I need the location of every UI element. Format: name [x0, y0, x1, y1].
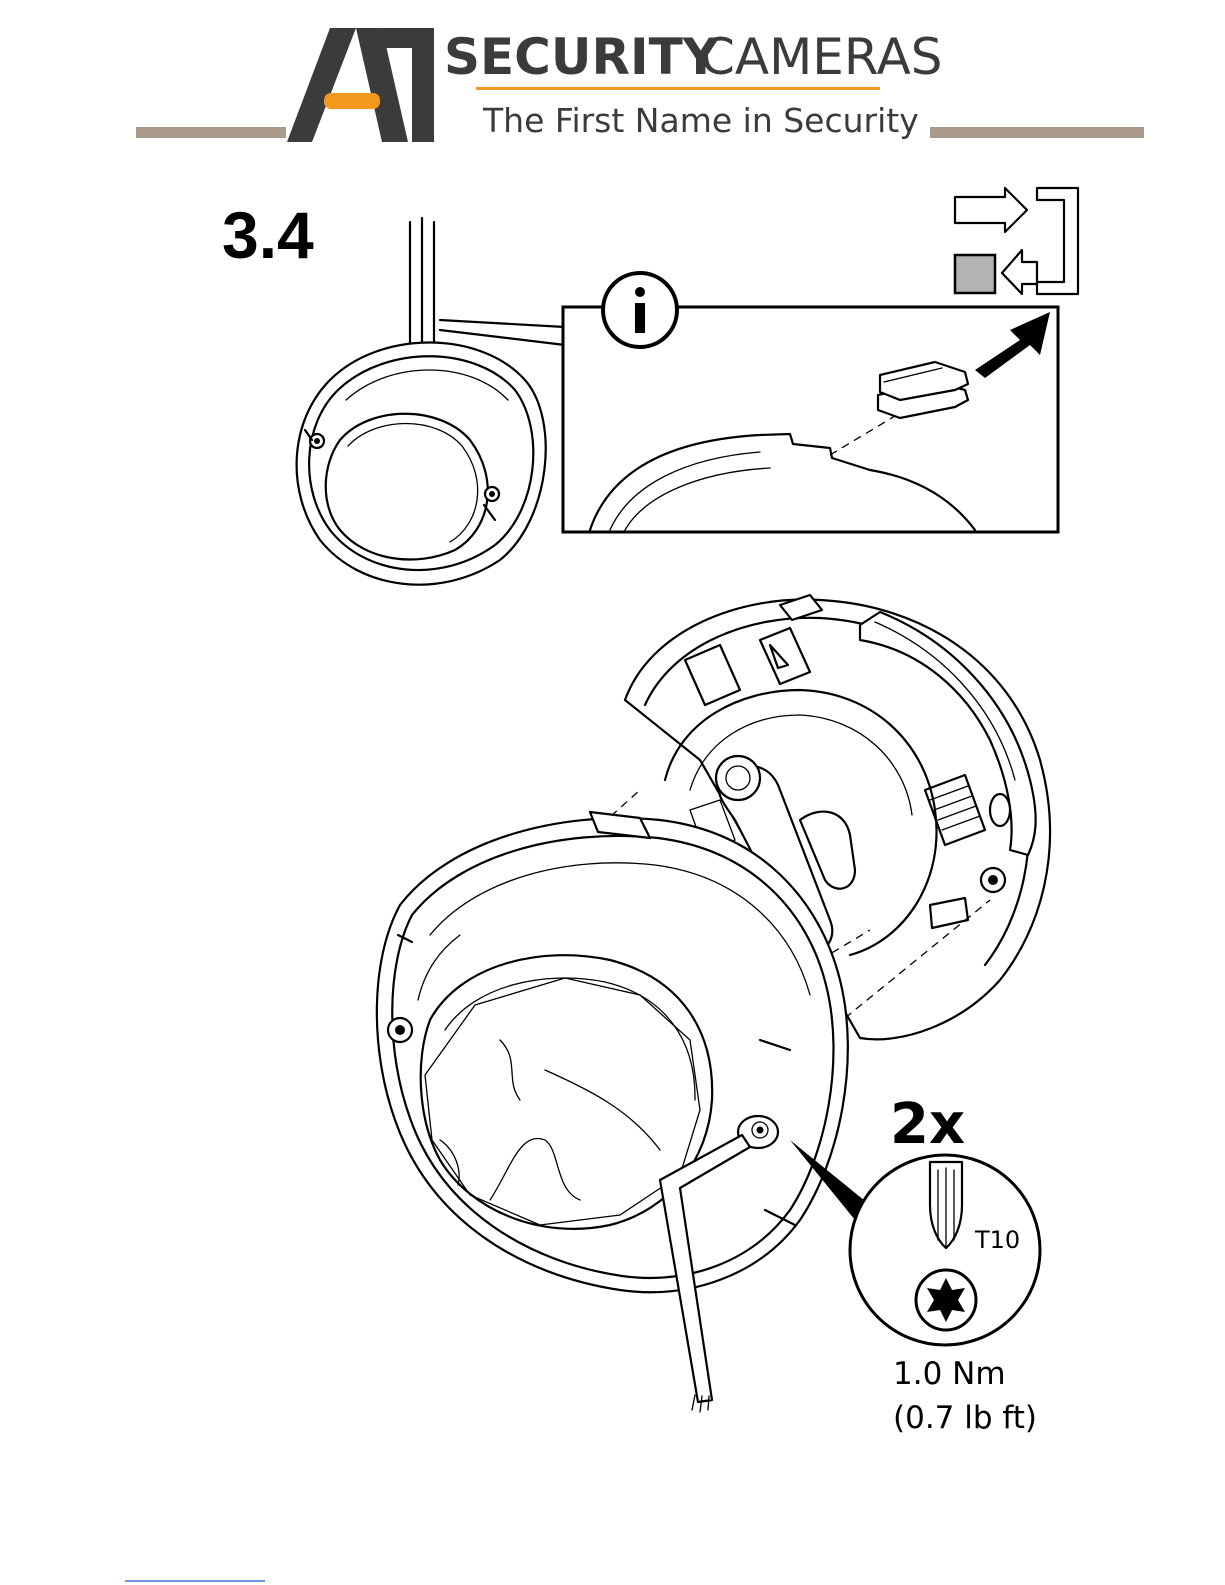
callout-leader-top: [440, 320, 565, 327]
torque-nm: 1.0 Nm: [893, 1356, 1006, 1392]
logo-secondary-text: CAMERAS: [700, 28, 943, 86]
small-camera-illustration: [297, 218, 546, 585]
logo-tagline: The First Name in Security: [482, 101, 919, 140]
info-detail-panel: [563, 273, 1058, 532]
logo-underline: [476, 87, 880, 90]
a1-logo-mark: [287, 28, 434, 142]
header-rule-left: [136, 127, 286, 138]
logo-primary-text: SECURITY: [444, 28, 720, 86]
step-number: 3.4: [222, 198, 314, 272]
header-rule-right: [930, 127, 1144, 138]
screw-count: 2x: [890, 1092, 965, 1157]
move-out-of-package-icon: [955, 188, 1078, 294]
header-logo: SECURITY CAMERAS The First Name in Secur…: [136, 28, 1144, 142]
bit-size-label: T10: [974, 1226, 1020, 1254]
torque-lbft: (0.7 lb ft): [893, 1400, 1037, 1436]
torx-head-icon: [916, 1270, 976, 1330]
info-icon: [603, 273, 677, 347]
callout-leader-bottom: [440, 330, 565, 345]
